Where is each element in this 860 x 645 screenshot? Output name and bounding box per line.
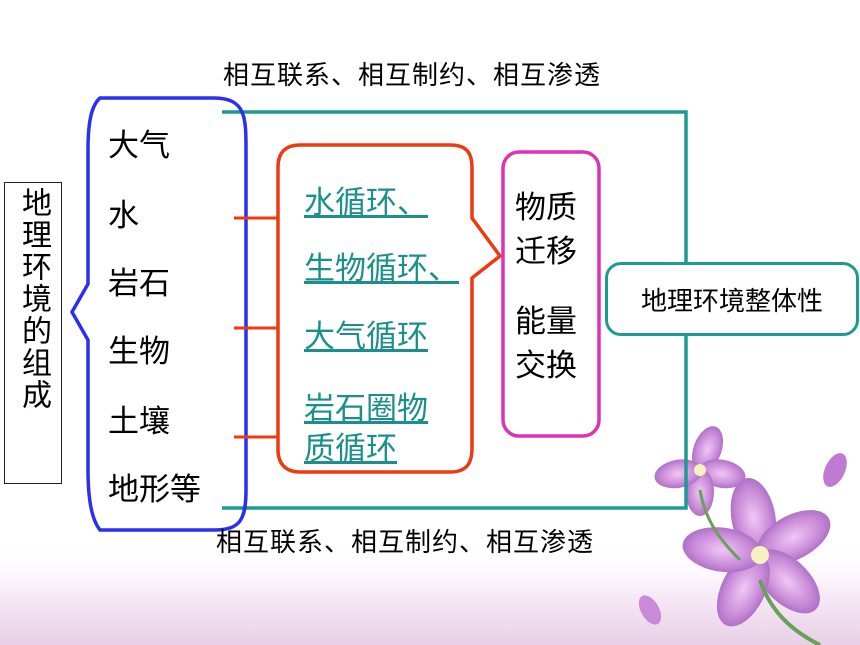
cycle-link-lithosphere-cont[interactable]: 质循环 bbox=[304, 431, 397, 467]
process-box bbox=[501, 150, 601, 438]
cycles-container bbox=[276, 143, 503, 474]
cycle-link-lithosphere[interactable]: 岩石圈物 bbox=[304, 391, 428, 427]
element-item: 水 bbox=[108, 198, 139, 234]
connector-lines bbox=[234, 216, 277, 439]
element-item: 土壤 bbox=[108, 404, 170, 440]
cycle-link-water[interactable]: 水循环、 bbox=[304, 185, 428, 221]
bottom-caption: 相互联系、相互制约、相互渗透 bbox=[216, 528, 595, 558]
cycle-link-biological[interactable]: 生物循环、 bbox=[304, 251, 459, 287]
process-line: 交换 bbox=[515, 348, 577, 384]
purple-flower-icon bbox=[638, 426, 847, 645]
elements-brace bbox=[69, 96, 248, 532]
composition-title-box: 地理环境的组成 bbox=[4, 182, 62, 484]
process-line: 迁移 bbox=[515, 234, 577, 270]
result-label: 地理环境整体性 bbox=[640, 286, 823, 317]
process-line: 能量 bbox=[515, 304, 577, 340]
element-item: 地形等 bbox=[108, 472, 201, 508]
composition-title: 地理环境的组成 bbox=[16, 187, 51, 411]
element-item: 岩石 bbox=[108, 266, 170, 302]
process-line: 物质 bbox=[515, 190, 577, 226]
element-item: 大气 bbox=[108, 128, 170, 164]
element-item: 生物 bbox=[108, 334, 170, 370]
top-caption: 相互联系、相互制约、相互渗透 bbox=[223, 61, 602, 91]
result-box: 地理环境整体性 bbox=[605, 262, 859, 336]
cycle-link-atmosphere[interactable]: 大气循环 bbox=[304, 319, 428, 355]
